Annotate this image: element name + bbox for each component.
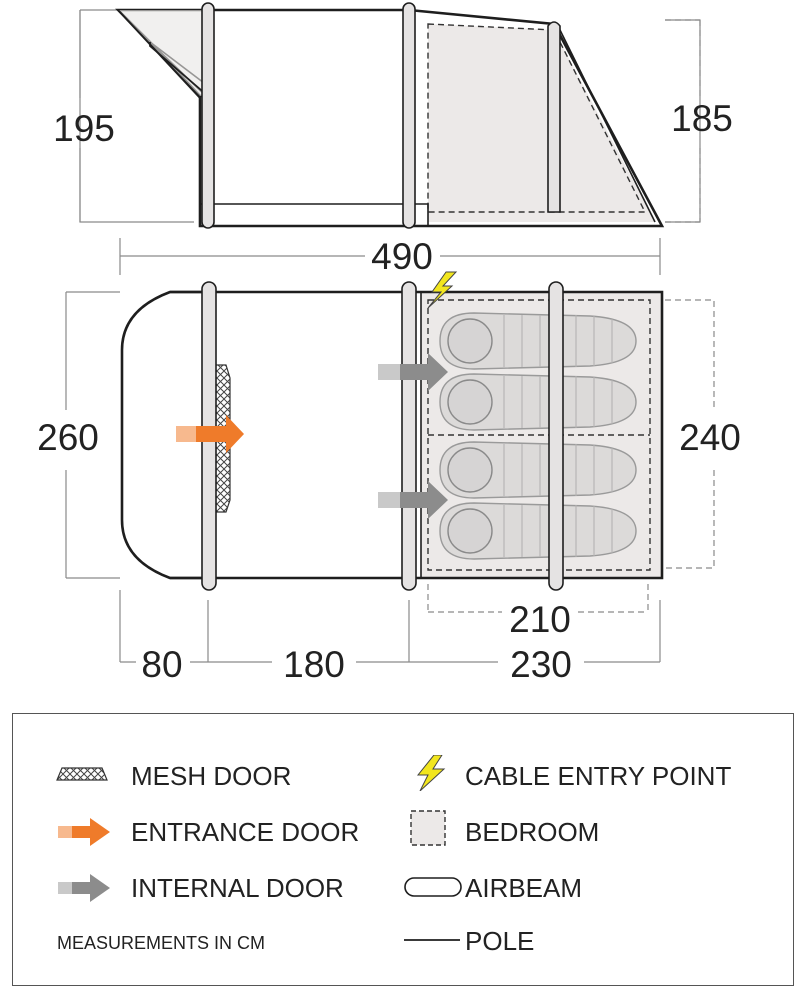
dim-bedroom-length: 210 [509,599,571,640]
pole-icon [404,939,460,941]
sleeping-bag-1 [439,312,637,370]
internal-door-arrow-2 [378,481,448,519]
legend-entrance-door: ENTRANCE DOOR [131,817,360,847]
floor-outline [120,290,664,580]
dim-rear-length: 230 [510,644,572,685]
internal-arrow-icon [58,874,110,902]
side-view [79,2,701,229]
legend-mesh-door: MESH DOOR [131,761,292,791]
floor-plan [65,271,715,663]
legend-pole: POLE [465,926,535,956]
sleeping-bag-4 [439,502,637,560]
cable-bolt-icon [416,755,446,791]
side-bedroom-area [428,24,655,222]
dim-width-bedroom: 240 [679,417,741,458]
legend-bedroom: BEDROOM [465,817,600,847]
side-groundsheet [200,203,429,226]
internal-door-arrow-1 [378,353,448,391]
side-airbeam-1 [201,2,215,229]
legend-airbeam: AIRBEAM [465,873,583,903]
dim-porch-depth: 80 [141,644,182,685]
bedroom-icon [410,810,446,846]
dim-side-height-rear: 185 [671,98,733,139]
sleeping-bag-3 [439,441,637,499]
legend-box [12,713,794,986]
dim-living-length: 180 [283,644,345,685]
legend-units-note: MEASUREMENTS IN CM [57,933,266,953]
dim-total-length: 490 [371,236,433,277]
entrance-door-arrow [176,415,244,453]
side-airbeam-3 [547,21,561,213]
floor-airbeam-3 [548,281,564,591]
airbeam-icon [404,877,462,897]
cable-entry-bolt [427,271,458,309]
dim-side-height-front: 195 [53,108,115,149]
mesh-door-icon [56,767,108,781]
legend-internal-door: INTERNAL DOOR [131,873,344,903]
side-airbeam-2 [402,2,416,229]
total-length-dim-line [119,238,661,275]
legend-cable-entry: CABLE ENTRY POINT [465,761,732,791]
sleeping-bag-2 [439,373,637,431]
dim-width-front: 260 [37,417,99,458]
entrance-arrow-icon [58,818,110,846]
floor-airbeam-2 [401,281,417,591]
